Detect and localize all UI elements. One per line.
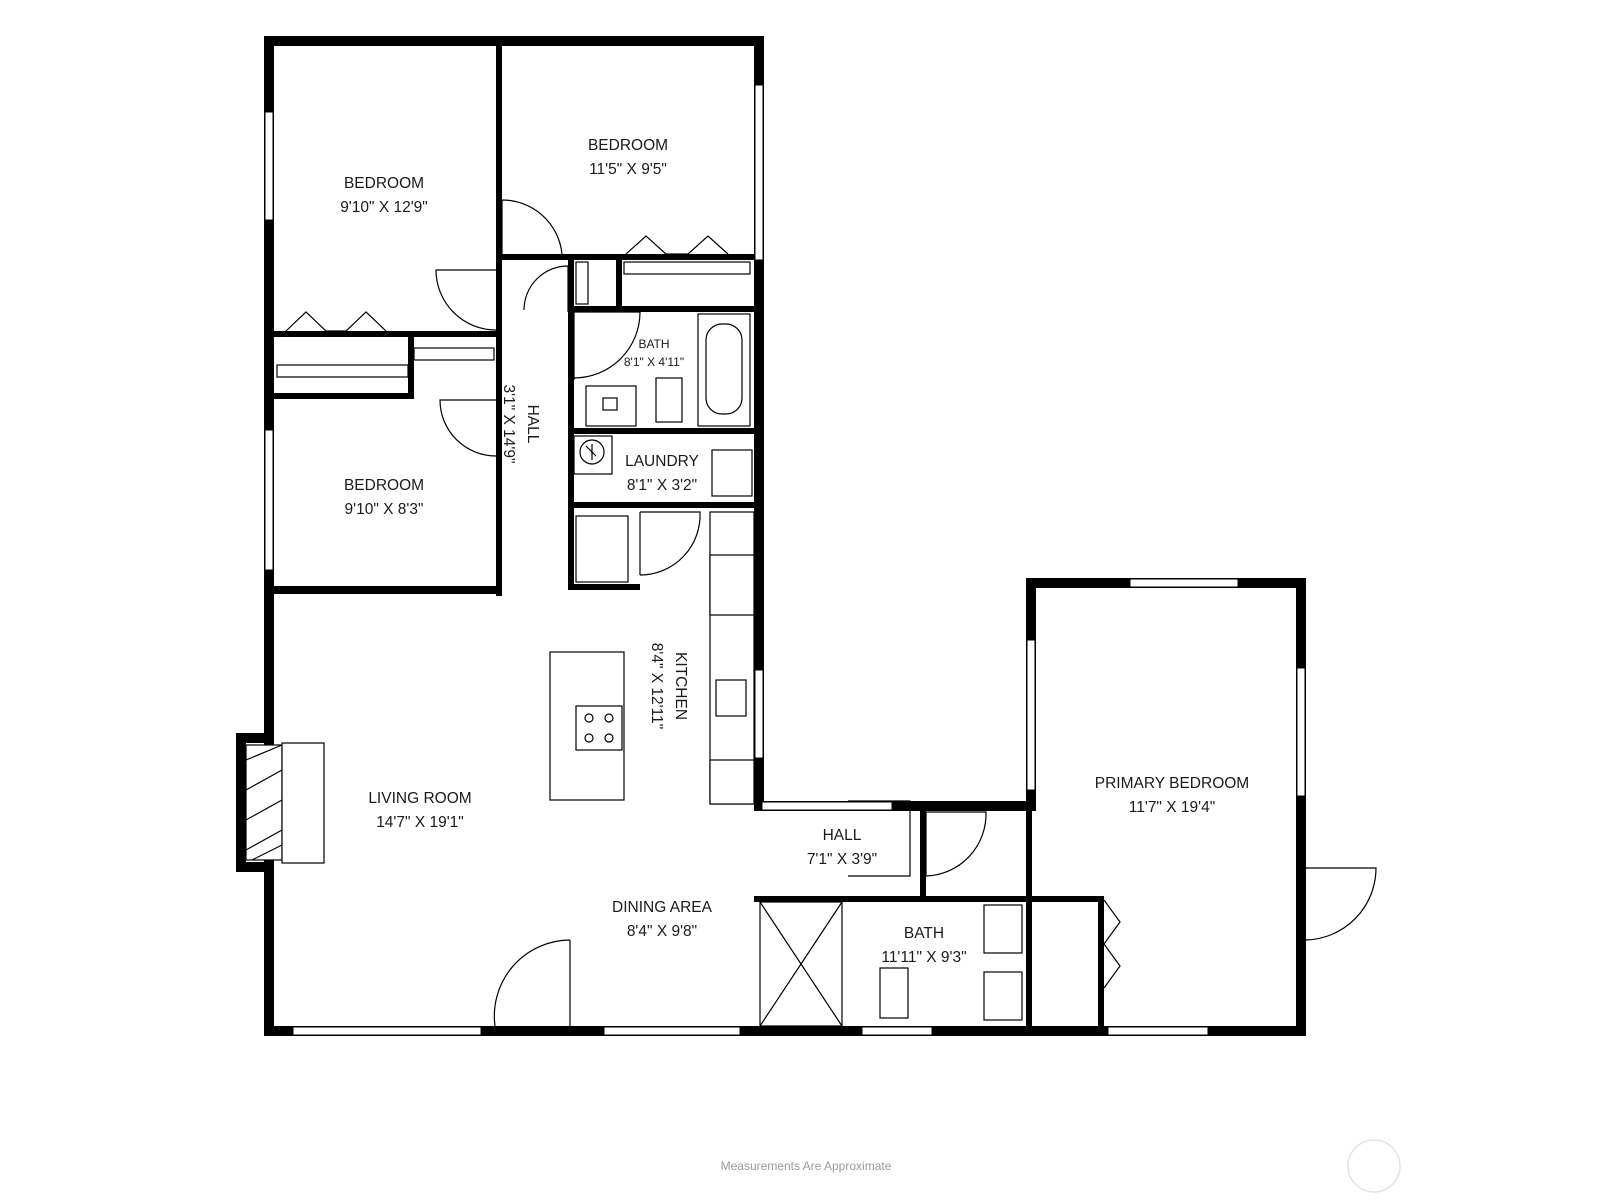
bedroom-3-size: 9'10" X 8'3" [345, 501, 424, 518]
hall-1-size: 3'1" X 14'9" [500, 385, 517, 464]
primary-bedroom-name: PRIMARY BEDROOM [1095, 775, 1249, 792]
room-labels: BEDROOM 9'10" X 12'9" BEDROOM 11'5" X 9'… [340, 137, 1249, 966]
living-room-size: 14'7" X 19'1" [376, 814, 464, 831]
doors [435, 199, 1377, 1027]
bath-2-size: 11'11" X 9'3" [881, 949, 966, 966]
living-room-name: LIVING ROOM [368, 790, 471, 807]
hall-2-name: HALL [823, 827, 862, 844]
bedroom-3-name: BEDROOM [344, 477, 424, 494]
closets [276, 261, 751, 583]
hall-1-name: HALL [524, 405, 541, 444]
fireplace [245, 742, 325, 864]
bath-2-fixtures [759, 901, 1023, 1027]
bedroom-1-name: BEDROOM [344, 175, 424, 192]
kitchen-fixtures [549, 511, 755, 805]
kitchen-name: KITCHEN [672, 652, 689, 720]
laundry-size: 8'1" X 3'2" [627, 477, 697, 494]
dining-area-size: 8'4" X 9'8" [627, 923, 697, 940]
bath-1-fixtures [585, 313, 751, 427]
hall-2-size: 7'1" X 3'9" [807, 851, 877, 868]
bath-1-size: 8'1" X 4'11" [624, 355, 684, 369]
interior-walls [274, 36, 1104, 1036]
windows [264, 84, 1306, 1036]
bath-1-name: BATH [638, 337, 669, 351]
primary-bedroom-size: 11'7" X 19'4" [1129, 799, 1215, 816]
bath-2-name: BATH [904, 925, 944, 942]
watermark-logo [1347, 1139, 1401, 1193]
laundry-name: LAUNDRY [625, 453, 699, 470]
bedroom-2-size: 11'5" X 9'5" [589, 161, 667, 178]
kitchen-size: 8'4" X 12'11" [648, 643, 665, 729]
bedroom-1-size: 9'10" X 12'9" [340, 199, 428, 216]
laundry-fixtures [579, 439, 753, 497]
dining-area-name: DINING AREA [612, 899, 713, 916]
bedroom-2-name: BEDROOM [588, 137, 668, 154]
measurements-note: Measurements Are Approximate [721, 1159, 892, 1173]
closet-doors [285, 235, 729, 332]
